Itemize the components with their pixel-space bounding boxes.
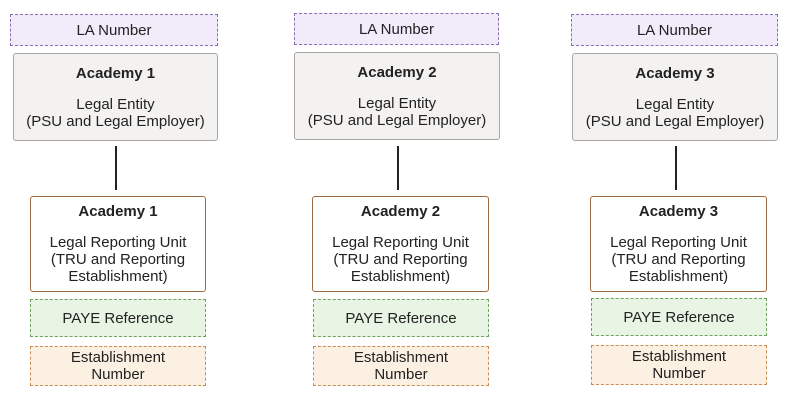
lru-line-2: (TRU and Reporting — [333, 251, 468, 268]
lru-line-3: Establishment) — [350, 268, 451, 285]
la-number-label: LA Number — [76, 21, 152, 39]
establishment-line-1: Establishment — [70, 349, 166, 366]
paye-reference-box: PAYE Reference — [591, 298, 767, 336]
legal-entity-line-2: (PSU and Legal Employer) — [307, 111, 487, 129]
legal-entity-line-1: Legal Entity — [76, 95, 155, 113]
lru-line-2: (TRU and Reporting — [611, 251, 746, 268]
lru-line-1: Legal Reporting Unit — [49, 234, 187, 251]
establishment-number-box: Establishment Number — [30, 346, 206, 386]
legal-entity-box: Academy 1 Legal Entity (PSU and Legal Em… — [13, 53, 218, 141]
entity-to-lru-connector — [397, 146, 399, 190]
lru-line-1: Legal Reporting Unit — [610, 234, 747, 251]
lru-line-3: Establishment) — [68, 268, 168, 285]
legal-reporting-unit-box: Academy 3 Legal Reporting Unit (TRU and … — [590, 196, 767, 292]
la-number-label: LA Number — [636, 21, 713, 39]
establishment-line-2: Number — [652, 365, 706, 382]
entity-to-lru-connector — [115, 146, 117, 190]
lru-title: Academy 1 — [78, 203, 158, 220]
establishment-number-box: Establishment Number — [313, 346, 489, 386]
paye-reference-label: PAYE Reference — [623, 308, 735, 326]
la-number-box: LA Number — [10, 14, 218, 46]
legal-entity-title: Academy 2 — [357, 63, 437, 81]
lru-line-3: Establishment) — [628, 268, 729, 285]
legal-reporting-unit-box: Academy 1 Legal Reporting Unit (TRU and … — [30, 196, 206, 292]
legal-entity-box: Academy 3 Legal Entity (PSU and Legal Em… — [572, 53, 778, 141]
paye-reference-box: PAYE Reference — [30, 299, 206, 337]
lru-line-1: Legal Reporting Unit — [332, 234, 469, 251]
legal-entity-line-2: (PSU and Legal Employer) — [585, 112, 765, 130]
lru-line-2: (TRU and Reporting — [50, 251, 186, 268]
establishment-number-box: Establishment Number — [591, 345, 767, 385]
legal-entity-line-1: Legal Entity — [635, 95, 715, 113]
legal-entity-line-2: (PSU and Legal Employer) — [26, 112, 205, 130]
establishment-line-1: Establishment — [631, 348, 727, 365]
establishment-line-1: Establishment — [353, 349, 449, 366]
paye-reference-label: PAYE Reference — [345, 309, 457, 327]
la-number-label: LA Number — [358, 20, 435, 38]
legal-entity-line-1: Legal Entity — [357, 94, 437, 112]
paye-reference-label: PAYE Reference — [62, 309, 174, 327]
lru-title: Academy 3 — [638, 203, 719, 220]
lru-title: Academy 2 — [360, 203, 441, 220]
legal-entity-title: Academy 1 — [75, 64, 156, 82]
legal-reporting-unit-box: Academy 2 Legal Reporting Unit (TRU and … — [312, 196, 489, 292]
paye-reference-box: PAYE Reference — [313, 299, 489, 337]
legal-entity-box: Academy 2 Legal Entity (PSU and Legal Em… — [294, 52, 500, 140]
legal-entity-title: Academy 3 — [635, 64, 715, 82]
entity-to-lru-connector — [675, 146, 677, 190]
establishment-line-2: Number — [374, 366, 428, 383]
establishment-line-2: Number — [91, 366, 145, 383]
la-number-box: LA Number — [294, 13, 499, 45]
la-number-box: LA Number — [571, 14, 778, 46]
